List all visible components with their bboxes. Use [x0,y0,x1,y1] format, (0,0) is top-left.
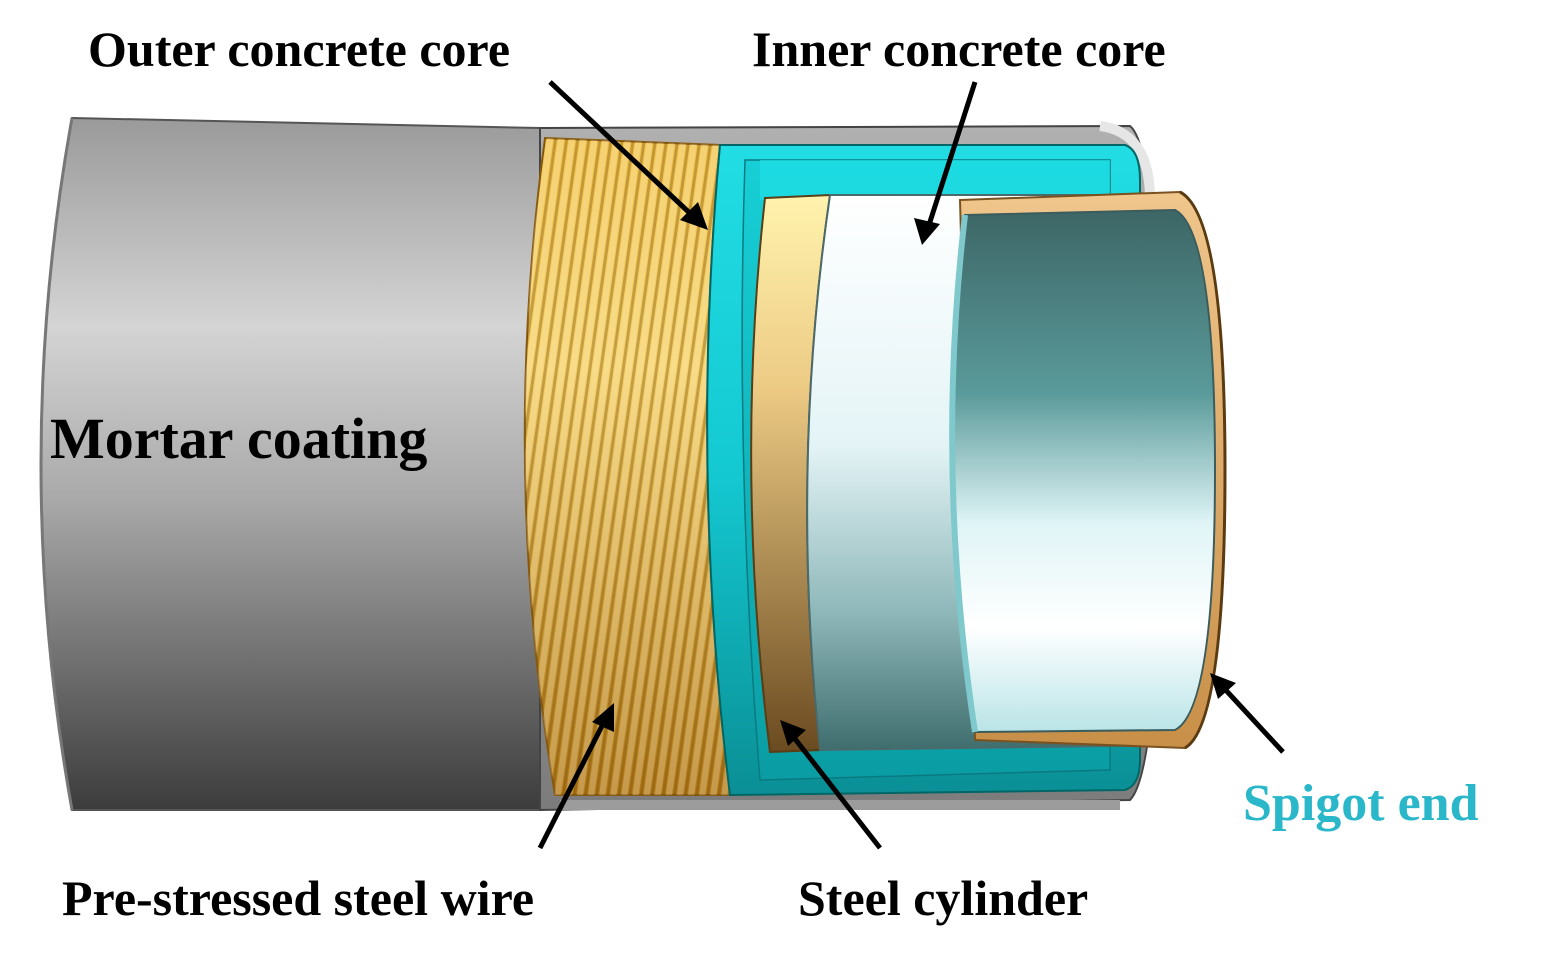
arrow-prestressed-steel-wire [537,703,614,850]
arrow-outer-concrete-core [548,80,708,230]
label-steel-cylinder: Steel cylinder [798,870,1088,926]
label-inner-concrete-core: Inner concrete core [752,21,1166,77]
label-spigot-end: Spigot end [1243,775,1479,832]
label-mortar-coating: Mortar coating [50,406,427,471]
prestressed-wire-layer [523,136,732,796]
arrow-spigot-end [1210,673,1285,754]
arrows [537,80,1285,850]
inner-bore [949,208,1217,734]
arrow-steel-cylinder [780,720,882,850]
label-outer-concrete-core: Outer concrete core [88,21,510,77]
arrow-inner-concrete-core [914,81,978,245]
label-prestressed-steel-wire: Pre-stressed steel wire [62,870,534,926]
